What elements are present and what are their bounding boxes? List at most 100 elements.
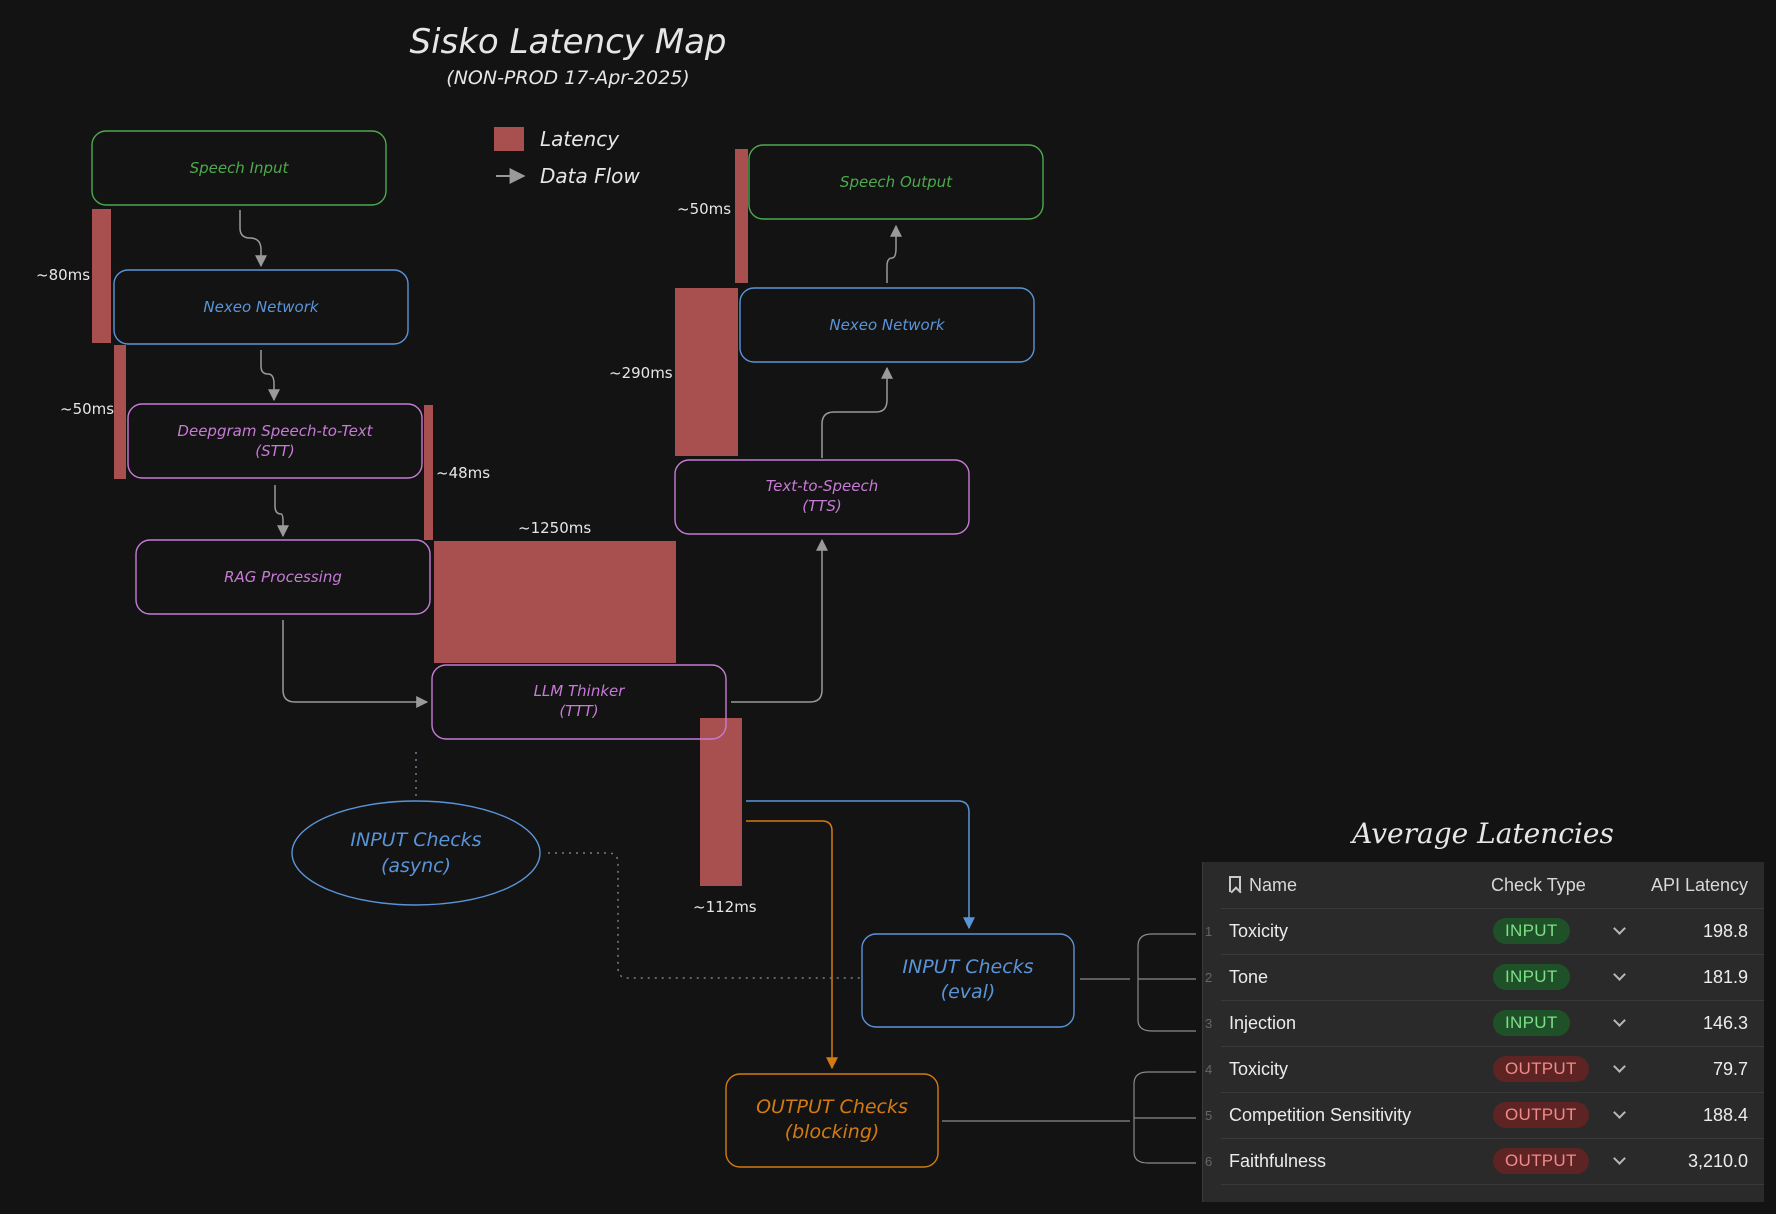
flow-arrow-llm-to-output-blocking xyxy=(746,820,838,1070)
chevron-down-icon[interactable] xyxy=(1613,1060,1626,1073)
api-latency-value: 181.9 xyxy=(1702,966,1748,987)
chevron-down-icon[interactable] xyxy=(1613,1014,1626,1027)
node-llm-label-2: (TTT) xyxy=(559,702,598,720)
latency-label-48ms: ~48ms xyxy=(436,464,490,482)
table-connector-output xyxy=(942,1071,1196,1164)
node-nexeo-network-out: Nexeo Network xyxy=(739,287,1035,363)
latency-bar-50ms-out xyxy=(735,149,748,283)
node-stt: Deepgram Speech-to-Text (STT) xyxy=(127,403,423,479)
row-number: 4 xyxy=(1205,1061,1213,1077)
node-stt-label-2: (STT) xyxy=(255,442,295,460)
legend-latency-swatch xyxy=(494,127,524,151)
chevron-down-icon[interactable] xyxy=(1613,1152,1626,1165)
node-llm-label-1: LLM Thinker xyxy=(534,682,626,700)
column-header-name[interactable]: Name xyxy=(1249,874,1298,895)
table-row[interactable]: 2 Tone INPUT 181.9 xyxy=(1205,954,1764,1001)
table-header: Name Check Type API Latency xyxy=(1221,862,1764,909)
check-name: Competition Sensitivity xyxy=(1229,1104,1412,1125)
api-latency-value: 188.4 xyxy=(1702,1104,1748,1125)
latency-bar-50ms-in xyxy=(114,345,126,479)
flow-arrow-llm-to-input-eval xyxy=(746,800,975,930)
check-type-badge[interactable]: OUTPUT xyxy=(1493,1102,1589,1128)
node-speech-output: Speech Output xyxy=(748,144,1044,220)
check-type-badge[interactable]: OUTPUT xyxy=(1493,1056,1589,1082)
node-input-async-label-1: INPUT Checks xyxy=(350,829,481,851)
node-input-checks-eval: INPUT Checks (eval) xyxy=(861,933,1075,1028)
chevron-down-icon[interactable] xyxy=(1613,968,1626,981)
column-header-check-type[interactable]: Check Type xyxy=(1491,874,1586,895)
node-input-eval-label-2: (eval) xyxy=(941,981,996,1003)
row-number: 6 xyxy=(1205,1153,1213,1169)
column-header-api-latency[interactable]: API Latency xyxy=(1650,874,1748,895)
node-rag-label: RAG Processing xyxy=(224,568,342,586)
chevron-down-icon[interactable] xyxy=(1613,1106,1626,1119)
check-type-badge[interactable]: INPUT xyxy=(1493,918,1570,944)
bookmark-icon xyxy=(1229,876,1241,892)
latency-bar-112ms xyxy=(700,718,742,886)
latency-bar-1250ms xyxy=(434,541,676,663)
flow-arrow-rag-to-llm xyxy=(282,620,429,708)
average-latencies-table: Name Check Type API Latency 1 Toxicity I… xyxy=(1202,862,1764,1202)
legend-dataflow-label: Data Flow xyxy=(540,164,640,188)
table-row[interactable]: 3 Injection INPUT 146.3 xyxy=(1205,1000,1764,1047)
dotted-link-async-to-eval xyxy=(548,852,860,979)
node-llm-thinker: LLM Thinker (TTT) xyxy=(431,664,727,740)
diagram-title: Sisko Latency Map xyxy=(410,22,727,62)
node-output-blocking-label-1: OUTPUT Checks xyxy=(756,1096,908,1118)
node-input-checks-async: INPUT Checks (async) xyxy=(291,800,541,906)
latency-label-112ms: ~112ms xyxy=(693,898,757,916)
legend-latency-label: Latency xyxy=(540,127,620,151)
node-nexeo-network-in-label: Nexeo Network xyxy=(203,298,319,316)
latency-label-1250ms: ~1250ms xyxy=(518,519,591,537)
node-output-blocking-label-2: (blocking) xyxy=(785,1121,880,1143)
diagram-subtitle: (NON-PROD 17-Apr-2025) xyxy=(446,67,689,89)
node-stt-label-1: Deepgram Speech-to-Text xyxy=(177,422,373,440)
row-number: 5 xyxy=(1205,1107,1213,1123)
node-speech-input-label: Speech Input xyxy=(190,159,290,177)
node-speech-output-label: Speech Output xyxy=(840,173,953,191)
node-nexeo-network-in: Nexeo Network xyxy=(113,269,409,345)
check-name: Injection xyxy=(1229,1012,1297,1033)
api-latency-value: 3,210.0 xyxy=(1687,1150,1748,1171)
table-connector-input xyxy=(1080,933,1196,1032)
row-number: 2 xyxy=(1205,969,1213,985)
check-name: Tone xyxy=(1229,966,1269,987)
legend: Latency Data Flow xyxy=(494,127,640,188)
flow-arrow-speech-to-nexeo xyxy=(239,210,267,268)
flow-arrow-stt-to-rag xyxy=(274,485,289,538)
check-name: Toxicity xyxy=(1229,1058,1289,1079)
node-input-eval-label-1: INPUT Checks xyxy=(902,956,1033,978)
check-type-badge[interactable]: INPUT xyxy=(1493,964,1570,990)
flow-arrow-nexeo-to-stt xyxy=(260,350,280,402)
node-speech-input: Speech Input xyxy=(91,130,387,206)
latency-label-50ms-in: ~50ms xyxy=(60,400,114,418)
latency-label-80ms: ~80ms xyxy=(36,266,90,284)
flow-arrow-tts-to-nexeo xyxy=(821,366,893,458)
latency-label-290ms: ~290ms xyxy=(609,364,673,382)
table-row[interactable]: 5 Competition Sensitivity OUTPUT 188.4 xyxy=(1205,1092,1764,1139)
check-type-badge[interactable]: OUTPUT xyxy=(1493,1148,1589,1174)
table-row[interactable]: 1 Toxicity INPUT 198.8 xyxy=(1205,908,1764,955)
table-row[interactable]: 4 Toxicity OUTPUT 79.7 xyxy=(1205,1046,1764,1093)
node-tts-label-1: Text-to-Speech xyxy=(766,477,878,495)
api-latency-value: 79.7 xyxy=(1712,1058,1748,1079)
check-type-badge[interactable]: INPUT xyxy=(1493,1010,1570,1036)
node-rag: RAG Processing xyxy=(135,539,431,615)
latency-bar-290ms xyxy=(675,288,738,456)
flow-arrow-llm-to-tts xyxy=(731,538,828,703)
check-name: Toxicity xyxy=(1229,920,1289,941)
api-latency-value: 198.8 xyxy=(1702,920,1748,941)
flow-arrow-nexeo-to-speech-output xyxy=(886,224,902,283)
latency-bar-80ms xyxy=(92,209,111,343)
latency-bar-48ms xyxy=(424,405,433,540)
chevron-down-icon[interactable] xyxy=(1613,922,1626,935)
row-number: 1 xyxy=(1205,923,1213,939)
average-latencies-title: Average Latencies xyxy=(1352,817,1614,850)
latency-label-50ms-out: ~50ms xyxy=(677,200,731,218)
node-output-checks-blocking: OUTPUT Checks (blocking) xyxy=(725,1073,939,1168)
table-row[interactable]: 6 Faithfulness OUTPUT 3,210.0 xyxy=(1205,1138,1764,1185)
node-nexeo-network-out-label: Nexeo Network xyxy=(829,316,945,334)
api-latency-value: 146.3 xyxy=(1702,1012,1748,1033)
node-tts-label-2: (TTS) xyxy=(802,497,842,515)
